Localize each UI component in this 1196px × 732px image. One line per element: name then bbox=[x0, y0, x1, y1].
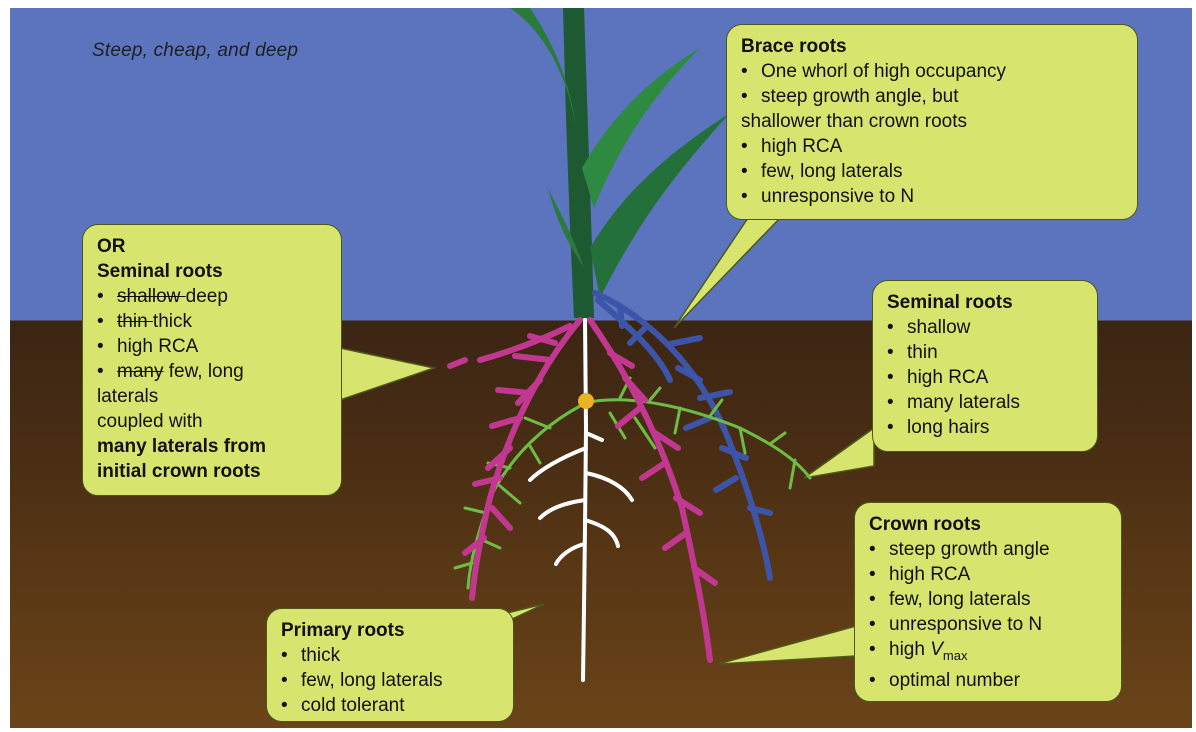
diagram-canvas: Steep, cheap, and deep Brace roots •One … bbox=[10, 8, 1192, 728]
seminal-alt-callout: OR Seminal roots •shallow deep •thin thi… bbox=[82, 224, 342, 496]
primary-roots-title: Primary roots bbox=[281, 618, 499, 643]
seminal-alt-emphasis: many laterals from bbox=[97, 434, 327, 459]
primary-item: •cold tolerant bbox=[281, 693, 499, 718]
seminal-item: •high RCA bbox=[887, 365, 1083, 390]
brace-item: •One whorl of high occupancy bbox=[741, 59, 1123, 84]
seminal-alt-title: Seminal roots bbox=[97, 259, 327, 284]
crown-item: •unresponsive to N bbox=[869, 612, 1107, 637]
brace-item: •steep growth angle, but bbox=[741, 84, 1123, 109]
primary-roots-callout: Primary roots •thick •few, long laterals… bbox=[266, 608, 514, 722]
brace-callout-pointer bbox=[674, 218, 780, 328]
seminal-alt-item: •many few, long bbox=[97, 359, 327, 384]
seminal-item: •shallow bbox=[887, 315, 1083, 340]
seed-icon bbox=[578, 393, 594, 409]
brace-item: •few, long laterals bbox=[741, 159, 1123, 184]
seminal-alt-callout-pointer bbox=[340, 348, 434, 400]
crown-item: •few, long laterals bbox=[869, 587, 1107, 612]
maize-shoot bbox=[510, 8, 730, 318]
seminal-alt-item-continued: laterals bbox=[97, 384, 327, 409]
primary-item: •few, long laterals bbox=[281, 668, 499, 693]
brace-item-continued: shallower than crown roots bbox=[741, 109, 1123, 134]
crown-item: •high RCA bbox=[869, 562, 1107, 587]
seminal-alt-emphasis: initial crown roots bbox=[97, 459, 327, 484]
brace-roots-title: Brace roots bbox=[741, 34, 1123, 59]
brace-item: •unresponsive to N bbox=[741, 184, 1123, 209]
brace-roots-callout: Brace roots •One whorl of high occupancy… bbox=[726, 24, 1138, 220]
crown-item-vmax: •high Vmax bbox=[869, 637, 1107, 668]
or-label: OR bbox=[97, 234, 327, 259]
seminal-alt-item: •thin thick bbox=[97, 309, 327, 334]
seminal-roots-callout: Seminal roots •shallow •thin •high RCA •… bbox=[872, 280, 1098, 452]
seminal-roots-title: Seminal roots bbox=[887, 290, 1083, 315]
seminal-item: •long hairs bbox=[887, 415, 1083, 440]
crown-roots-title: Crown roots bbox=[869, 512, 1107, 537]
seminal-roots bbox=[455, 378, 810, 588]
seminal-item: •many laterals bbox=[887, 390, 1083, 415]
crown-callout-pointer bbox=[718, 626, 856, 664]
crown-item: •steep growth angle bbox=[869, 537, 1107, 562]
crown-roots-callout: Crown roots •steep growth angle •high RC… bbox=[854, 502, 1122, 702]
brace-item: •high RCA bbox=[741, 134, 1123, 159]
seminal-callout-pointer bbox=[804, 428, 874, 478]
seminal-alt-item: •high RCA bbox=[97, 334, 327, 359]
seminal-alt-coupled: coupled with bbox=[97, 409, 327, 434]
seminal-item: •thin bbox=[887, 340, 1083, 365]
primary-item: •thick bbox=[281, 643, 499, 668]
crown-item: •optimal number bbox=[869, 668, 1107, 693]
seminal-alt-item: •shallow deep bbox=[97, 284, 327, 309]
diagram-caption: Steep, cheap, and deep bbox=[92, 40, 298, 62]
